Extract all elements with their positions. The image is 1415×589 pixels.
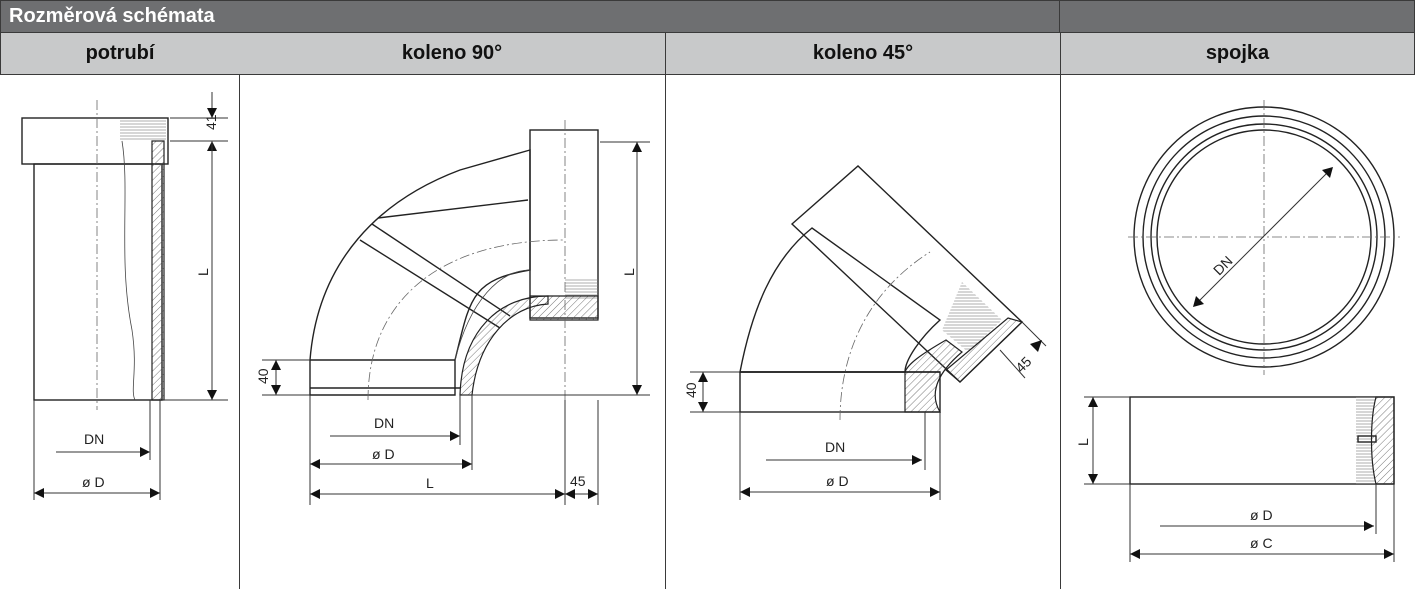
- header-koleno-90: koleno 90°: [239, 33, 666, 75]
- dim-D: ø D: [1250, 507, 1273, 523]
- header-koleno-45: koleno 45°: [665, 33, 1061, 75]
- dim-40: 40: [683, 382, 699, 398]
- dim-D: ø D: [82, 474, 105, 490]
- potrubi-drawing: 41 L DN ø D: [21, 92, 228, 500]
- header-potrubi: potrubí: [0, 33, 240, 75]
- dim-DN: DN: [1210, 253, 1236, 279]
- dim-DN: DN: [374, 415, 394, 431]
- dim-45: 45: [1012, 353, 1034, 375]
- cell-koleno-90: [239, 75, 666, 589]
- pipe-wall-section: [151, 140, 165, 401]
- dim-L-horizontal: L: [426, 475, 434, 491]
- page-title: Rozměrová schémata: [9, 5, 215, 27]
- dim-L-vertical: L: [621, 268, 637, 276]
- title-bar-spacer: [1060, 0, 1415, 33]
- dim-45: 45: [570, 473, 586, 489]
- socket-section: [120, 120, 166, 140]
- koleno-45-drawing: 40 45 DN ø D: [683, 165, 1047, 500]
- header-label: koleno 90°: [401, 42, 503, 64]
- header-spojka: spojka: [1060, 33, 1415, 75]
- dim-D: ø D: [826, 473, 849, 489]
- dim-L: L: [1075, 438, 1091, 446]
- koleno-90-drawing: 40 L DN ø D L: [255, 120, 650, 505]
- header-label: spojka: [1205, 42, 1270, 64]
- header-label: koleno 45°: [812, 42, 914, 64]
- dim-40: 40: [255, 368, 271, 384]
- cell-koleno-45: [665, 75, 1061, 589]
- dim-DN: DN: [84, 431, 104, 447]
- elbow45-body: [739, 227, 942, 373]
- break-line: [121, 140, 136, 401]
- dim-L: L: [195, 268, 211, 276]
- elbow-body: [309, 149, 531, 396]
- title-bar: Rozměrová schémata: [0, 0, 1060, 33]
- header-label: potrubí: [85, 42, 155, 64]
- cell-spojka: [1060, 75, 1415, 589]
- dim-DN: DN: [825, 439, 845, 455]
- dim-41: 41: [203, 114, 219, 130]
- dim-C: ø C: [1250, 535, 1273, 551]
- spojka-drawing: DN L ø D ø C: [1075, 100, 1400, 562]
- pipe-body: [33, 163, 163, 401]
- coupling-side-view: [1129, 396, 1395, 485]
- dim-D: ø D: [372, 446, 395, 462]
